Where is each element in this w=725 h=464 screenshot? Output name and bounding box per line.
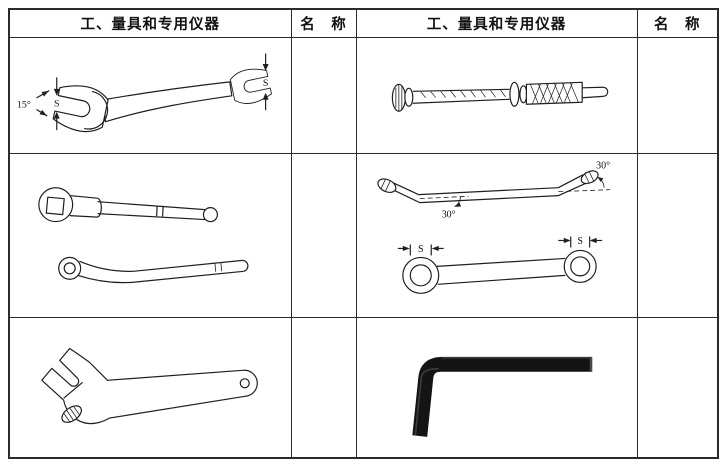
header-name-left: 名 称: [290, 8, 357, 38]
double-box-end-wrench-illustration: S S 30° 30°: [376, 161, 610, 294]
cell-adjustable-wrench: [8, 317, 292, 459]
cell-valve-grinding-rod: [355, 36, 638, 155]
name-cell: [290, 153, 357, 319]
box-end-size-label-right: S: [577, 236, 583, 247]
box-end-angle-label-right: 30°: [596, 161, 610, 172]
header-tools-right: 工、量具和专用仪器: [355, 8, 638, 38]
tools-table: 工、量具和专用仪器 名 称 工、量具和专用仪器 名 称: [8, 8, 719, 459]
socket-wrench-illustration: [38, 187, 249, 284]
box-end-angle-label-left: 30°: [441, 210, 455, 221]
cell-hex-key: [355, 317, 638, 459]
open-end-size-label-right: S: [263, 77, 269, 88]
adjustable-wrench-illustration: [41, 347, 258, 425]
table-row: [8, 317, 719, 459]
header-tools-left: 工、量具和专用仪器: [8, 8, 292, 38]
table-row: S 15° S: [8, 36, 719, 155]
open-end-size-label-left: S: [54, 98, 60, 109]
valve-grinding-rod-illustration: [391, 81, 608, 112]
box-end-size-label-left: S: [417, 244, 423, 255]
cell-double-box-end-wrench: S S 30° 30°: [355, 153, 638, 319]
header-row: 工、量具和专用仪器 名 称 工、量具和专用仪器 名 称: [8, 8, 719, 38]
name-cell: [636, 317, 719, 459]
cell-socket-wrench: [8, 153, 292, 319]
name-cell: [290, 36, 357, 155]
header-name-right: 名 称: [636, 8, 719, 38]
hex-key-illustration: [411, 356, 592, 437]
name-cell: [636, 153, 719, 319]
name-cell: [290, 317, 357, 459]
double-open-end-wrench-illustration: S 15° S: [17, 52, 272, 132]
open-end-angle-label: 15°: [17, 99, 31, 110]
table-row: S S 30° 30°: [8, 153, 719, 319]
cell-double-open-end-wrench: S 15° S: [8, 36, 292, 155]
hex-key-end-face: [589, 357, 592, 372]
name-cell: [636, 36, 719, 155]
